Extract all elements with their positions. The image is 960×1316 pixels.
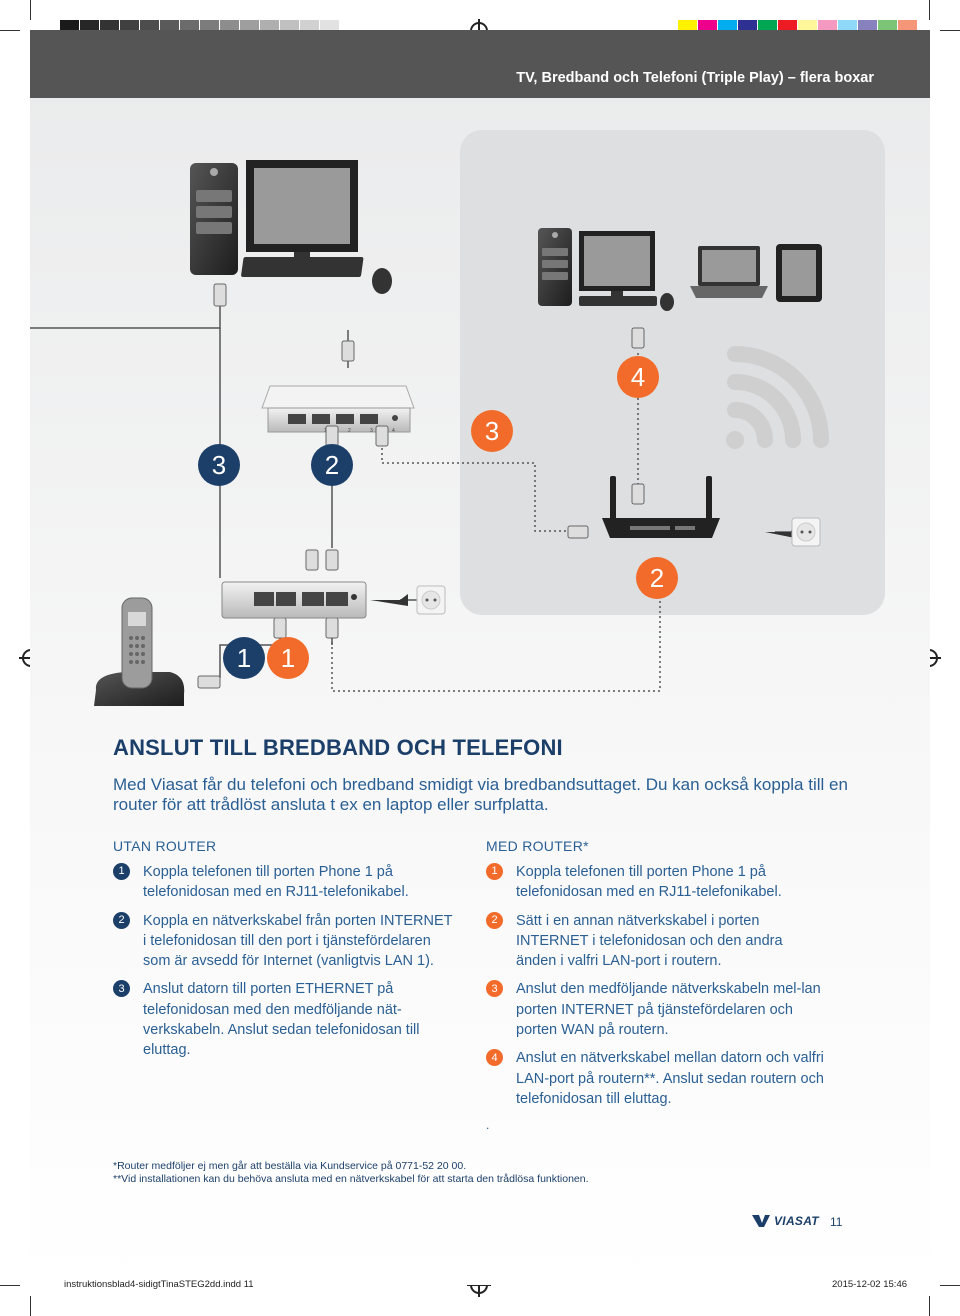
with-router-step: 4 Anslut en nätverkskabel mellan datorn …	[486, 1048, 826, 1109]
with-router-column: MED ROUTER* 1 Koppla telefonen till port…	[486, 838, 826, 1117]
step-number-badge: 3	[113, 980, 130, 998]
with-router-step: 2 Sätt i en annan nätverkskabel i porten…	[486, 911, 826, 972]
crop-mark	[0, 1285, 20, 1286]
mouse-icon	[660, 293, 674, 311]
logo-text: VIASAT	[774, 1214, 819, 1228]
without-router-step: 2 Koppla en nätverkskabel från porten IN…	[113, 911, 453, 972]
switch-port-label: 2	[348, 428, 351, 434]
step-marker-orange-2: 2	[636, 557, 678, 599]
computer-tower-icon	[538, 228, 572, 306]
header-bar	[30, 30, 930, 98]
crop-mark	[929, 0, 930, 20]
viasat-logo-icon	[752, 1215, 770, 1227]
wifi-icon	[726, 346, 829, 449]
step-marker-blue-3: 3	[198, 444, 240, 486]
crop-mark	[929, 1296, 930, 1316]
section-heading: ANSLUT TILL BREDBAND OCH TELEFONI	[113, 735, 563, 760]
step-number-badge: 2	[486, 911, 503, 929]
page-number: 11	[830, 1215, 843, 1229]
step-text: Anslut den medföljande nätverkskabeln me…	[516, 981, 821, 1039]
step-marker-blue-1: 1	[223, 637, 265, 679]
page: TV, Bredband och Telefoni (Triple Play) …	[30, 30, 930, 1285]
step-number-badge: 2	[113, 911, 130, 929]
trailing-mark: .	[486, 1118, 490, 1132]
step-number-badge: 3	[486, 980, 503, 998]
viasat-logo: VIASAT	[752, 1214, 819, 1228]
step-text: Anslut en nätverkskabel mellan datorn oc…	[516, 1050, 824, 1107]
with-router-step: 3 Anslut den medföljande nätverkskabeln …	[486, 979, 826, 1040]
intro-text: Med Viasat får du telefoni och bredband …	[113, 775, 848, 814]
step-marker-orange-1: 1	[267, 637, 309, 679]
step-marker-orange-3: 3	[471, 410, 513, 452]
power-socket-icon	[791, 517, 821, 547]
switch-port-label: 3	[370, 428, 373, 434]
step-marker-orange-4: 4	[617, 356, 659, 398]
without-router-title: UTAN ROUTER	[113, 838, 217, 854]
mouse-icon	[372, 268, 392, 294]
footnote: *Router medföljer ej men går att beställ…	[113, 1160, 467, 1172]
with-router-title: MED ROUTER*	[486, 838, 589, 854]
connection-diagram: 1 2 3 4	[30, 160, 829, 706]
cable-plug-icon	[197, 283, 645, 689]
without-router-step: 3 Anslut datorn till porten ETHERNET på …	[113, 979, 453, 1060]
step-number-badge: 1	[486, 863, 503, 880]
slug-filename: instruktionsblad4-sidigtTinaSTEG2dd.indd…	[64, 1279, 254, 1290]
tablet-icon	[776, 244, 822, 302]
step-number-badge: 4	[486, 1049, 503, 1067]
step-number-badge: 1	[113, 863, 130, 880]
monitor-icon	[241, 160, 364, 277]
footnote: **Vid installationen kan du behöva anslu…	[113, 1173, 589, 1185]
step-text: Sätt i en annan nätverkskabel i porten I…	[516, 912, 783, 970]
crop-mark	[940, 1285, 960, 1286]
telephone-adapter-icon	[221, 581, 367, 619]
footnotes: *Router medföljer ej men går att beställ…	[113, 1160, 589, 1186]
power-socket-icon	[416, 585, 446, 615]
cordless-phone-icon	[94, 597, 185, 706]
monitor-icon	[579, 231, 657, 306]
without-router-step: 1 Koppla telefonen till porten Phone 1 p…	[113, 862, 453, 903]
step-text: Koppla telefonen till porten Phone 1 på …	[516, 864, 782, 901]
with-router-step: 1 Koppla telefonen till porten Phone 1 p…	[486, 862, 826, 903]
switch-port-label: 4	[392, 428, 395, 434]
crop-mark	[940, 30, 960, 31]
step-text: Anslut datorn till porten ETHERNET på te…	[143, 981, 420, 1059]
without-router-column: UTAN ROUTER 1 Koppla telefonen till port…	[113, 838, 453, 1069]
wifi-router-icon	[602, 476, 720, 538]
step-text: Koppla en nätverkskabel från porten INTE…	[143, 912, 453, 970]
power-cable-icon	[765, 526, 795, 538]
crop-mark	[30, 1296, 31, 1316]
crop-mark	[30, 0, 31, 20]
slug-date: 2015-12-02 15:46	[832, 1279, 908, 1290]
step-marker-blue-2: 2	[311, 444, 353, 486]
step-text: Koppla telefonen till porten Phone 1 på …	[143, 864, 409, 901]
page-title: TV, Bredband och Telefoni (Triple Play) …	[516, 70, 874, 86]
laptop-icon	[690, 246, 768, 298]
power-cable-icon	[370, 594, 408, 606]
crop-mark	[0, 30, 20, 31]
computer-tower-icon	[190, 163, 238, 275]
